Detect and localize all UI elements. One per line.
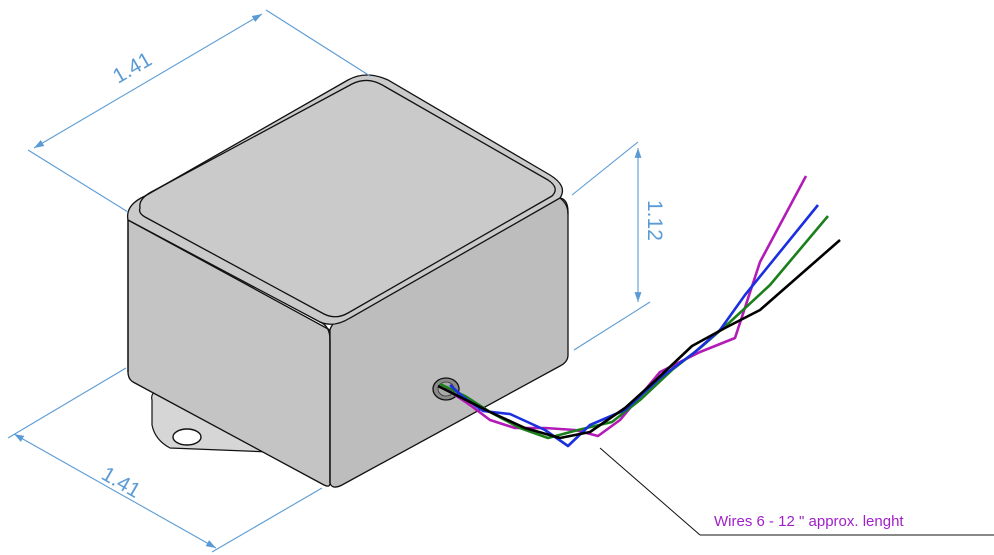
depth-label: 1.41 <box>98 462 145 502</box>
wire-black <box>437 239 841 440</box>
dimension-height: 1.12 <box>571 141 666 351</box>
wire-bundle <box>437 175 841 448</box>
width-label: 1.41 <box>109 48 156 88</box>
wires-note: Wires 6 - 12 " approx. lenght <box>599 447 994 536</box>
wire-magenta <box>444 175 808 438</box>
mounting-hole <box>172 428 202 446</box>
wires-note-label: Wires 6 - 12 " approx. lenght <box>714 513 904 530</box>
enclosure-body <box>126 74 569 488</box>
height-label: 1.12 <box>643 200 666 241</box>
